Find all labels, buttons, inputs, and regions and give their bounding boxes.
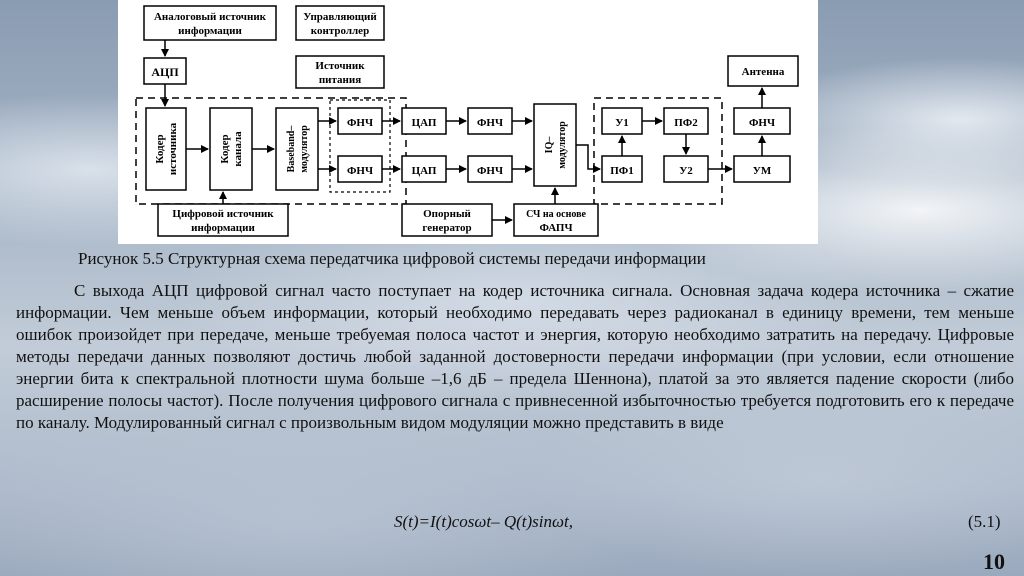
dac-bottom-block: ЦАП <box>402 156 446 182</box>
baseband-label-2: модулятор <box>299 125 310 173</box>
u2-label: У2 <box>679 165 693 177</box>
lpf2-top-block: ФНЧ <box>468 108 512 134</box>
channel-coder-label-1: Кодер <box>219 134 231 163</box>
dac-top-block: ЦАП <box>402 108 446 134</box>
antenna-block: Антенна <box>728 56 798 86</box>
lpf-out-label: ФНЧ <box>749 117 775 129</box>
iq-mod-label-1: IQ– <box>544 136 555 154</box>
digital-source-block: Цифровой источник информации <box>158 204 288 236</box>
u1-label: У1 <box>615 117 629 129</box>
ref-osc-label-2: генератор <box>422 222 471 234</box>
source-coder-block: Кодер источника <box>146 108 186 190</box>
antenna-label: Антенна <box>742 66 785 78</box>
bpf2-label: ПФ2 <box>674 117 698 129</box>
lpf-bottom-block: ФНЧ <box>338 156 382 182</box>
channel-coder-label-2: канала <box>232 131 244 167</box>
power-label-1: Источник <box>315 60 365 72</box>
block-diagram: Аналоговый источник информации Управляющ… <box>118 0 818 244</box>
bpf2-block: ПФ2 <box>664 108 708 134</box>
formula: S(t)=I(t)cosωt– Q(t)sinωt, <box>394 512 573 532</box>
synth-label-1: СЧ на основе <box>526 209 586 220</box>
adc-block: АЦП <box>144 58 186 84</box>
u1-block: У1 <box>602 108 642 134</box>
baseband-modulator-block: Baseband– модулятор <box>276 108 318 190</box>
iq-mod-label-2: модулятор <box>557 121 568 169</box>
baseband-label-1: Baseband– <box>286 125 297 173</box>
synth-label-2: ФАПЧ <box>539 222 572 234</box>
controller-label-1: Управляющий <box>303 11 377 23</box>
controller-label-2: контроллер <box>311 25 369 37</box>
ref-oscillator-block: Опорный генератор <box>402 204 492 236</box>
figure-caption: Рисунок 5.5 Структурная схема передатчик… <box>78 249 978 269</box>
source-coder-label-2: источника <box>167 122 179 175</box>
power-amp-label: УМ <box>753 165 772 177</box>
channel-coder-block: Кодер канала <box>210 108 252 190</box>
synthesizer-block: СЧ на основе ФАПЧ <box>514 204 598 236</box>
lpf2-top-label: ФНЧ <box>477 117 503 129</box>
dac-top-label: ЦАП <box>412 117 437 129</box>
analog-source-label-2: информации <box>178 25 242 37</box>
body-paragraph: С выхода АЦП цифровой сигнал часто посту… <box>16 280 1014 434</box>
lpf-bottom-label: ФНЧ <box>347 165 373 177</box>
analog-source-block: Аналоговый источник информации <box>144 6 276 40</box>
lpf-top-label: ФНЧ <box>347 117 373 129</box>
lpf2-bottom-label: ФНЧ <box>477 165 503 177</box>
power-label-2: питания <box>319 74 361 86</box>
equation-number: (5.1) <box>968 512 1001 532</box>
transmitter-diagram-svg: Аналоговый источник информации Управляющ… <box>118 0 818 244</box>
bpf1-block: ПФ1 <box>602 156 642 182</box>
analog-source-label-1: Аналоговый источник <box>154 11 267 23</box>
power-block: Источник питания <box>296 56 384 88</box>
adc-label: АЦП <box>151 65 179 79</box>
lpf2-bottom-block: ФНЧ <box>468 156 512 182</box>
page-number: 10 <box>983 549 1005 575</box>
source-coder-label-1: Кодер <box>154 134 166 163</box>
bpf1-label: ПФ1 <box>610 165 634 177</box>
u2-block: У2 <box>664 156 708 182</box>
iq-modulator-block: IQ– модулятор <box>534 104 576 186</box>
digital-source-label-1: Цифровой источник <box>172 208 274 220</box>
power-amp-block: УМ <box>734 156 790 182</box>
paragraph-text: С выхода АЦП цифровой сигнал часто посту… <box>16 280 1014 434</box>
controller-block: Управляющий контроллер <box>296 6 384 40</box>
lpf-top-block: ФНЧ <box>338 108 382 134</box>
dac-bottom-label: ЦАП <box>412 165 437 177</box>
digital-source-label-2: информации <box>191 222 255 234</box>
lpf-out-block: ФНЧ <box>734 108 790 134</box>
ref-osc-label-1: Опорный <box>423 208 471 220</box>
